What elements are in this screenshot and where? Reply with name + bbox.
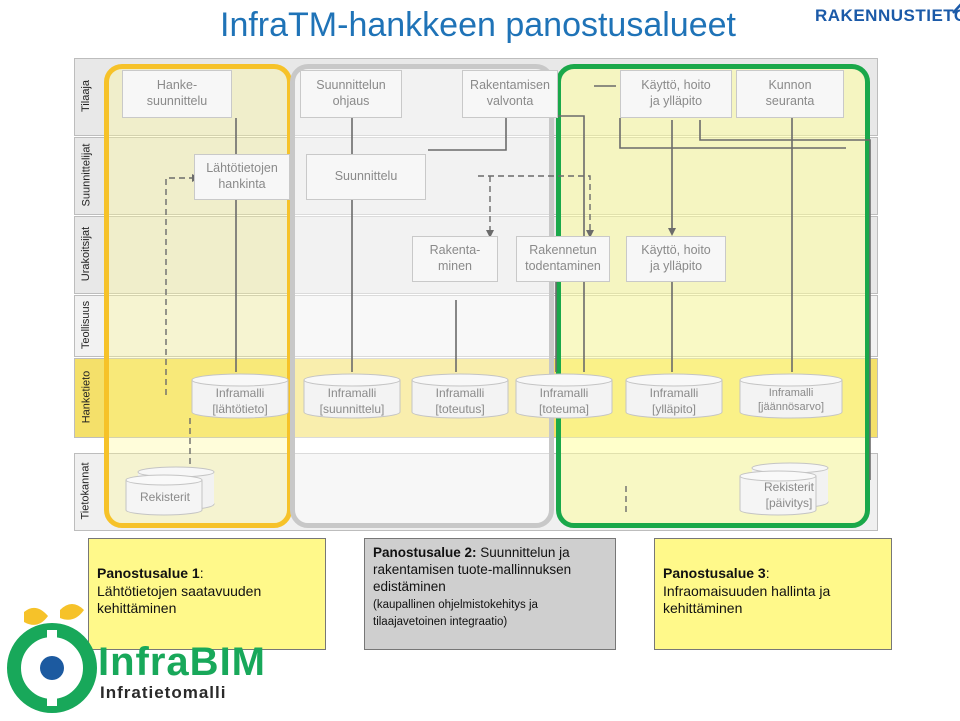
callout-1-heading: Panostusalue 1 (97, 565, 200, 581)
box-kunnon-seuranta: Kunnon seuranta (736, 70, 844, 118)
inframalli-label: Inframalli [suunnittelu] (319, 386, 385, 416)
inframalli-label: Inframalli [jäännösarvo] (757, 387, 825, 414)
zone-panostusalue-1 (104, 64, 292, 528)
inframalli-toteuma: Inframalli [toteuma] (514, 372, 614, 420)
inframalli-suunnittelu: Inframalli [suunnittelu] (302, 372, 402, 420)
zone-panostusalue-3 (556, 64, 870, 528)
rekisterit-label: Rekisterit (139, 490, 190, 504)
box-rakennetun-todentaminen: Rakennetun todentaminen (516, 236, 610, 282)
inframalli-toteutus: Inframalli [toteutus] (410, 372, 510, 420)
callout-3-heading: Panostusalue 3 (663, 565, 766, 581)
box-hankesuunnittelu: Hanke- suunnittelu (122, 70, 232, 118)
rakennustieto-logo: RAKENNUSTIETO (815, 2, 960, 26)
inframalli-yllapito: Inframalli [ylläpito] (624, 372, 724, 420)
database-icon (515, 373, 613, 419)
rekisterit-label: Rekisterit [päivitys] (763, 480, 814, 510)
callout-3-body: Infraomaisuuden hallinta ja kehittäminen (663, 582, 831, 617)
rekisterit-right: Rekisterit [päivitys] (738, 462, 830, 516)
box-kaytto-hoito-urakoitsija: Käyttö, hoito ja ylläpito (626, 236, 726, 282)
callout-panostusalue-2: Panostusalue 2: Suunnittelun ja rakentam… (364, 538, 616, 650)
database-icon (411, 373, 509, 419)
callout-2-heading: Panostusalue 2: (373, 545, 477, 560)
box-suunnittelu: Suunnittelu (306, 154, 426, 200)
box-lahtotietojen-hankinta: Lähtötietojen hankinta (194, 154, 290, 200)
infrabim-brand: InfraBIM (98, 640, 266, 684)
rakennustieto-logo-text: RAKENNUSTIETO (815, 6, 960, 25)
inframalli-lahtotieto: Inframalli [lähtötieto] (190, 372, 290, 420)
rekisterit-left: Rekisterit (124, 466, 216, 516)
box-suunnittelun-ohjaus: Suunnittelun ohjaus (300, 70, 402, 118)
zone-panostusalue-2 (290, 64, 554, 528)
database-icon (739, 373, 843, 419)
callout-2-note: (kaupallinen ohjelmistokehitys ja tilaaj… (373, 598, 538, 628)
callout-panostusalue-1: Panostusalue 1: Lähtötietojen saatavuude… (88, 538, 326, 650)
callout-2-body: Suunnittelun ja rakentamisen tuote-malli… (373, 545, 572, 594)
roof-icon (951, 2, 960, 14)
inframalli-label: Inframalli [toteutus] (435, 386, 485, 416)
database-icon (191, 373, 289, 419)
inframalli-label: Inframalli [toteuma] (538, 386, 590, 416)
inframalli-jaannosarvo: Inframalli [jäännösarvo] (738, 372, 844, 420)
inframalli-label: Inframalli [lähtötieto] (212, 386, 268, 416)
database-icon (303, 373, 401, 419)
page-title: InfraTM-hankkeen panostusalueet (220, 6, 736, 44)
box-kaytto-hoito-tilaaja: Käyttö, hoito ja ylläpito (620, 70, 732, 118)
database-icon (625, 373, 723, 419)
box-rakentamisen-valvonta: Rakentamisen valvonta (462, 70, 558, 118)
box-rakentaminen: Rakenta- minen (412, 236, 498, 282)
database-icon (739, 462, 829, 516)
database-icon (125, 466, 215, 516)
infrabim-tagline: Infratietomalli (100, 683, 227, 702)
callout-1-body: Lähtötietojen saatavuuden kehittäminen (97, 582, 262, 617)
callout-panostusalue-3: Panostusalue 3: Infraomaisuuden hallinta… (654, 538, 892, 650)
inframalli-label: Inframalli [ylläpito] (649, 386, 699, 416)
infrabim-emblem-icon (7, 604, 97, 713)
